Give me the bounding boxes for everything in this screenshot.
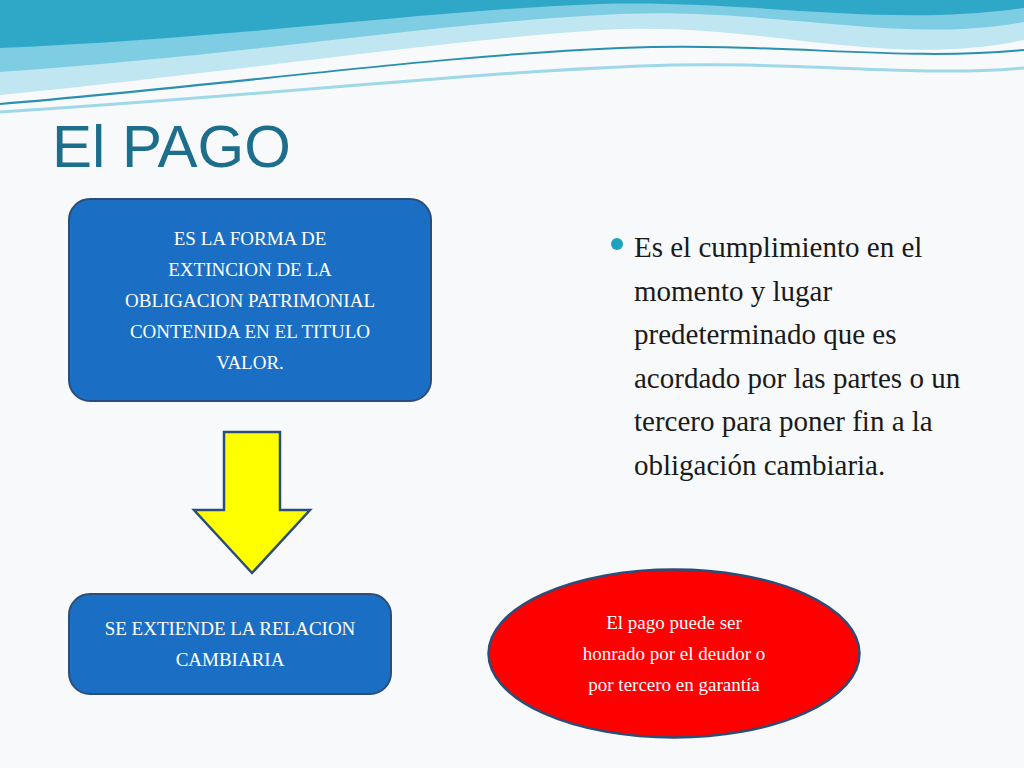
node-text: El pago puede ser honrado por el deudor … [573,607,775,700]
ellipse-box: El pago puede ser honrado por el deudor … [487,568,861,739]
wave-line [0,65,1024,112]
title: El PAGO [52,114,291,180]
block-arrow [194,432,310,573]
node-text: SE EXTIENDE LA RELACION CAMBIARIA [100,613,360,675]
bullet [611,238,623,250]
wave [0,0,1024,72]
bullet-text: Es el cumplimiento en el momento y lugar… [634,226,996,488]
wave-line [0,47,1024,104]
ellipse-shape [489,570,860,738]
node-text: ES LA FORMA DE EXTINCION DE LA OBLIGACIO… [122,223,378,378]
process-box: ES LA FORMA DE EXTINCION DE LA OBLIGACIO… [68,198,432,402]
process-box: SE EXTIENDE LA RELACION CAMBIARIA [68,593,392,695]
wave [0,0,1024,48]
wave [0,0,1024,95]
